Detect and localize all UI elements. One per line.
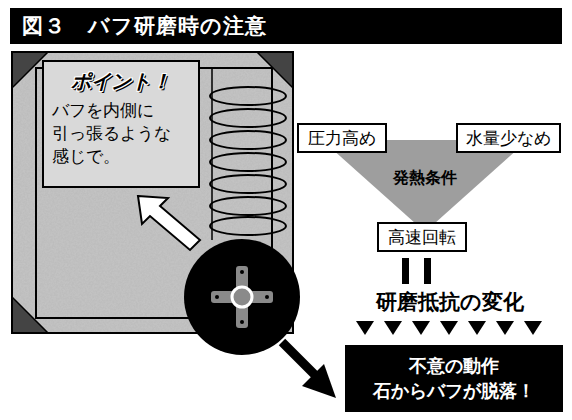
title-bar: 図３ バフ研磨時の注意: [10, 8, 562, 44]
warning-line: 石からバフが脱落！: [355, 378, 553, 403]
down-mark: [524, 321, 542, 335]
result-arrow-head: [302, 364, 336, 398]
callout-node: ポイント！ バフを内側に 引っ張るような 感じで。: [42, 60, 200, 188]
equals-bar: [424, 258, 431, 284]
triangle-label: 発熱条件: [322, 168, 528, 189]
down-mark: [412, 321, 430, 335]
triangle: [322, 140, 528, 232]
coil-turn: [210, 109, 286, 127]
warning-line: 不意の動作: [355, 353, 553, 378]
coil-turn: [210, 197, 286, 215]
box-label: 圧力高め: [307, 128, 377, 148]
holder-hole: [240, 320, 244, 324]
resistance-label: 研磨抵抗の変化: [374, 288, 526, 316]
coil-turn: [210, 175, 286, 193]
box-node: 高速回転: [377, 222, 467, 252]
holder-ring: [232, 287, 252, 307]
equals-mark: [402, 258, 431, 284]
stone-border: [12, 52, 293, 333]
box-label: 高速回転: [387, 227, 457, 247]
down-mark: [468, 321, 486, 335]
box-node: 圧力高め: [297, 123, 387, 153]
down-mark: [384, 321, 402, 335]
coil-turn: [210, 217, 286, 235]
box-node: 水量少なめ: [456, 123, 561, 153]
coil-turn: [210, 87, 286, 105]
down-mark: [496, 321, 514, 335]
holder-hole: [215, 295, 219, 299]
buff-corners: [12, 52, 293, 333]
point-body: バフを内側に 引っ張るような 感じで。: [52, 99, 173, 168]
black-node: 不意の動作石からバフが脱落！: [345, 345, 563, 412]
holder-hole: [265, 295, 269, 299]
corner: [12, 297, 48, 333]
pull-arrow: [138, 196, 200, 250]
coil-turn: [210, 131, 286, 149]
zoom-circle: [184, 239, 300, 355]
coil: [210, 87, 286, 235]
stone: [12, 52, 293, 333]
down-marks: [356, 321, 542, 335]
down-mark: [356, 321, 374, 335]
triangle-node: 発熱条件: [322, 140, 528, 232]
down-mark: [440, 321, 458, 335]
equals-bar: [402, 258, 409, 284]
point-heading: ポイント！: [52, 68, 190, 95]
holder-icon: [211, 266, 273, 328]
result-arrow-shaft: [282, 342, 318, 378]
holder-hole: [240, 270, 244, 274]
stone-texture: [12, 52, 293, 333]
corner: [257, 52, 293, 88]
coil-turn: [210, 153, 286, 171]
box-label: 水量少なめ: [466, 128, 551, 148]
